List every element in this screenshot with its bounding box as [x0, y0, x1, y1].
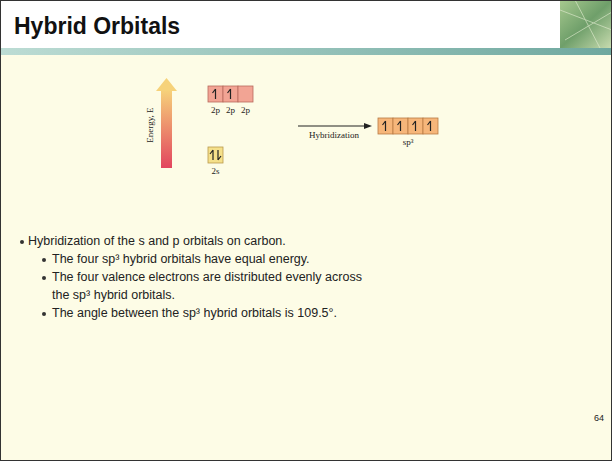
sub-bullet-text: The four sp³ hybrid orbitals have equal …: [52, 251, 310, 269]
orbital-label: sp³: [403, 136, 414, 149]
sub-bullet-text: The four valence electrons are distribut…: [52, 269, 382, 304]
bullet-dot: [42, 276, 46, 280]
bullet-text: Hybridization of the s and p orbitals on…: [28, 233, 286, 251]
bullet-dot: [42, 258, 46, 262]
orbital-label: 2p: [211, 104, 220, 117]
bullet-dot: [20, 240, 24, 244]
bullet-dot: [42, 312, 46, 316]
orbital-label: 2p: [241, 104, 250, 117]
orbital-label: 2p: [226, 104, 235, 117]
slide-number: 64: [594, 412, 604, 425]
orbital-label: 2s: [211, 165, 219, 178]
slide-title: Hybrid Orbitals: [14, 13, 180, 40]
sub-bullet-text: The angle between the sp³ hybrid orbital…: [52, 305, 337, 323]
arrow-label: Hybridization: [309, 129, 359, 142]
axis-label: Energy, E: [144, 107, 157, 142]
